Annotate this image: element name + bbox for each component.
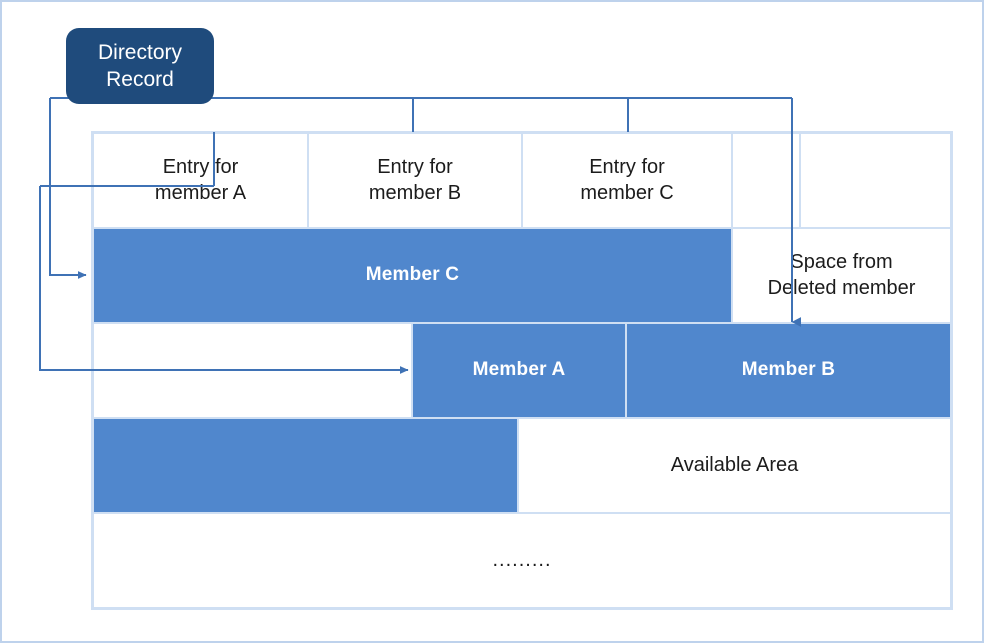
available-area-label: Available Area xyxy=(670,453,799,476)
entry-cell-label: Entry for member A xyxy=(154,155,247,204)
directory-record-label: Directory Record xyxy=(97,40,182,91)
entry-cell-empty-1 xyxy=(732,133,800,228)
block-member-c: Member C xyxy=(93,228,732,323)
entry-cell-member-c: Entry for member C xyxy=(522,133,732,228)
block-used-space xyxy=(93,418,518,513)
entry-cell-empty-2 xyxy=(800,133,951,228)
entry-cell-member-a: Entry for member A xyxy=(93,133,308,228)
entry-cell-label: Entry for member C xyxy=(580,155,674,204)
block-deleted-space: Space from Deleted member xyxy=(732,228,951,323)
entry-cell-member-b: Entry for member B xyxy=(308,133,522,228)
ellipsis-label: ......... xyxy=(492,548,552,571)
block-member-a: Member A xyxy=(412,323,626,418)
storage-table: Entry for member A Entry for member B En… xyxy=(91,131,953,610)
block-member-b: Member B xyxy=(626,323,951,418)
deleted-space-label: Space from Deleted member xyxy=(767,250,916,299)
block-label: Member A xyxy=(472,359,566,381)
block-ellipsis-row: ......... xyxy=(93,513,951,608)
directory-record-box: Directory Record xyxy=(66,28,214,104)
block-available-area: Available Area xyxy=(518,418,951,513)
entry-cell-label: Entry for member B xyxy=(368,155,462,204)
block-free-gap xyxy=(93,323,412,418)
block-label: Member C xyxy=(365,264,460,286)
block-label: Member B xyxy=(741,359,836,381)
connector-to-member-c xyxy=(49,98,87,279)
